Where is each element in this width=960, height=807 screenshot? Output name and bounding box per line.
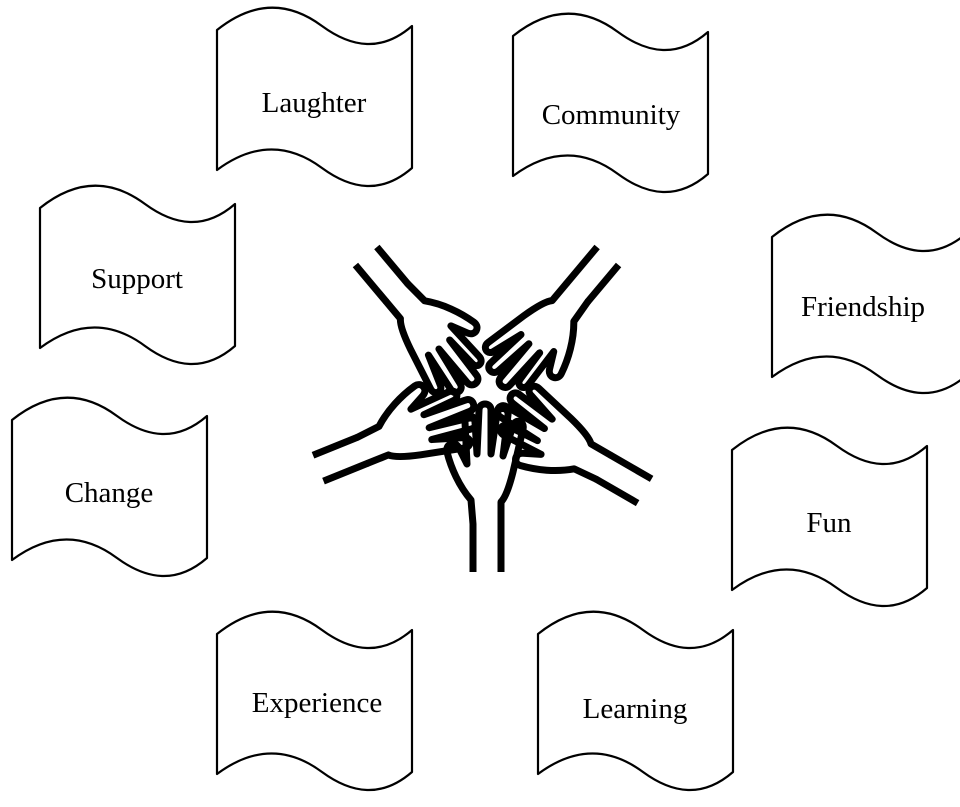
flag-label-laughter: Laughter: [262, 87, 367, 119]
flag-label-fun: Fun: [806, 507, 852, 539]
flag-label-change: Change: [65, 477, 154, 509]
flag-learning: Learning: [536, 610, 735, 792]
flag-change: Change: [10, 396, 209, 578]
flag-label-support: Support: [91, 263, 183, 295]
flag-community: Community: [511, 12, 710, 194]
flag-experience: Experience: [215, 610, 414, 792]
flag-label-community: Community: [542, 99, 681, 131]
flag-friendship: Friendship: [770, 213, 960, 395]
flag-laughter: Laughter: [215, 6, 414, 188]
hands-together-icon: [303, 230, 663, 572]
hand-upper-left-icon: [338, 230, 505, 408]
flag-label-learning: Learning: [583, 693, 688, 725]
flag-fun: Fun: [730, 426, 929, 608]
flag-support: Support: [38, 184, 237, 366]
flag-label-experience: Experience: [252, 687, 382, 719]
flag-label-friendship: Friendship: [801, 291, 925, 323]
hand-upper-right-icon: [472, 233, 639, 411]
